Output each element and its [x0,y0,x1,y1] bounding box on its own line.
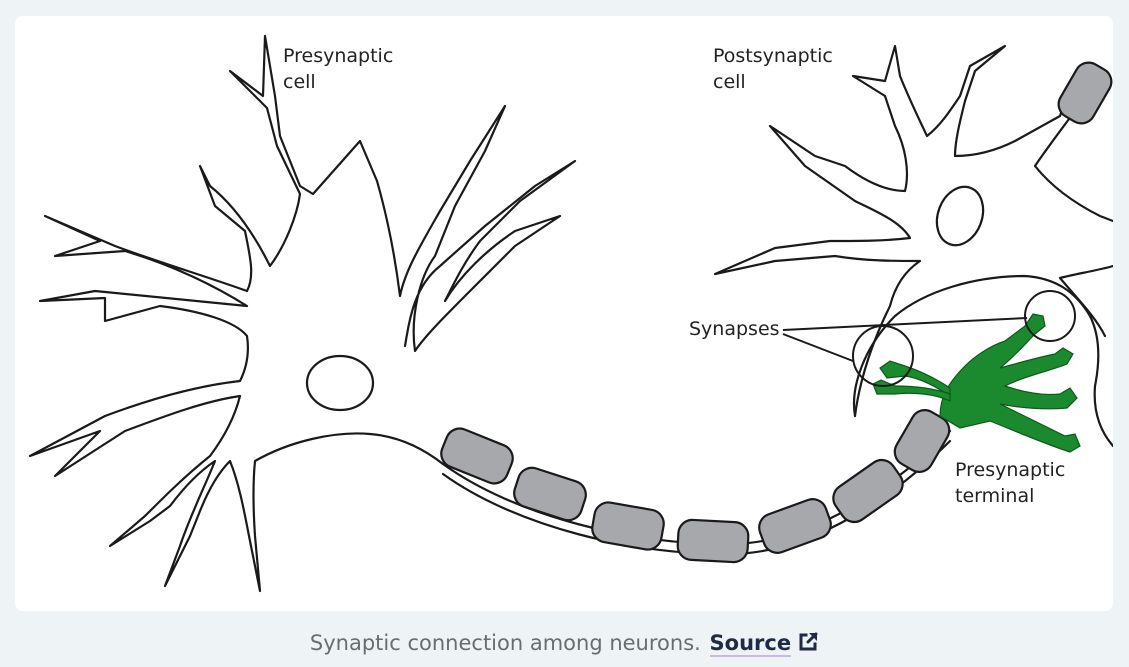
postsynaptic-dendrite [853,274,1113,448]
label-synapses: Synapses [689,318,780,340]
myelin-segment [758,498,832,554]
neuron-diagram [28,34,1113,593]
myelin-segment [591,501,665,551]
myelin-segment [513,466,587,522]
external-link-icon[interactable] [797,631,819,661]
myelin-segment [893,409,951,473]
label-presynaptic-terminal: Presynaptic terminal [955,459,1066,507]
postsynaptic-nucleus [935,185,985,247]
presynaptic-nucleus [305,354,375,412]
figure-card: Presynaptic cell Postsynaptic cell Synap… [15,16,1113,611]
synapse-circle-1 [852,325,914,387]
synapse-pointer-1 [782,333,854,362]
figure-caption: Synaptic connection among neurons. Sourc… [0,628,1129,661]
source-link[interactable]: Source [709,631,792,657]
label-presynaptic-cell: Presynaptic cell [283,45,394,93]
postsynaptic-cell-outline [713,44,1113,418]
myelin-segment [440,427,514,485]
myelin-segment [1057,61,1113,125]
presynaptic-cell-outline [28,34,577,593]
myelin-segment [832,458,904,524]
caption-text: Synaptic connection among neurons. [309,631,701,655]
synapse-circle-2 [1024,290,1076,342]
label-postsynaptic-cell: Postsynaptic cell [713,45,833,93]
synapse-pointer-2 [782,317,1028,331]
myelin-segment [676,518,750,564]
